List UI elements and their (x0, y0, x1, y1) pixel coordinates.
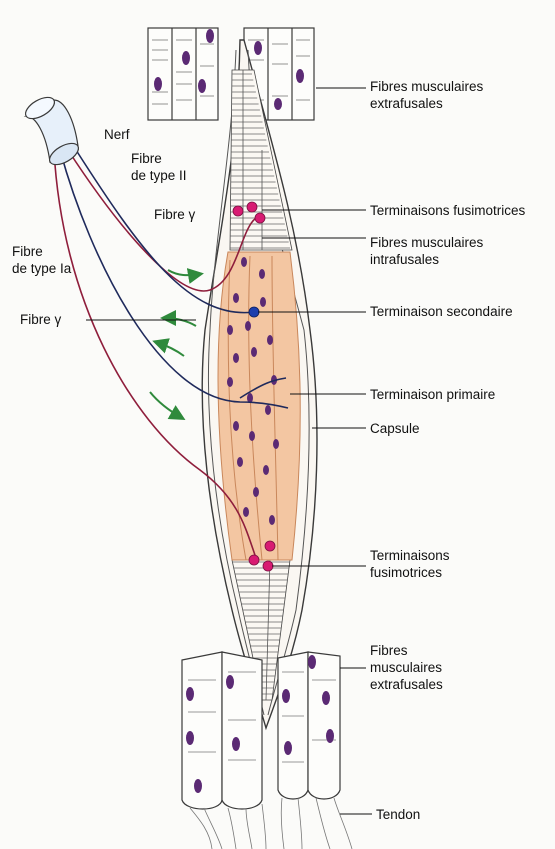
label-secondary-ending: Terminaison secondaire (370, 303, 513, 320)
label-nerf: Nerf (104, 126, 130, 143)
label-intrafusal-line2: intrafusales (370, 251, 439, 268)
label-fibre-type-ia-line1: Fibre (12, 243, 43, 260)
label-fibre-type-ia-line2: de type Ia (12, 260, 71, 277)
label-fusimotor-top: Terminaisons fusimotrices (370, 202, 525, 219)
intrafusal-equatorial-region (218, 252, 300, 560)
label-extrafusal-bottom-line3: extrafusales (370, 676, 443, 693)
label-fibre-gamma-upper: Fibre γ (154, 206, 195, 223)
label-tendon: Tendon (376, 806, 420, 823)
extrafusal-fibres-top (148, 28, 314, 120)
nerve-cylinder-icon (22, 93, 82, 169)
label-capsule: Capsule (370, 420, 420, 437)
label-fibre-type-ii-line1: Fibre (131, 150, 162, 167)
label-extrafusal-top-line1: Fibres musculaires (370, 78, 483, 95)
label-fibre-gamma-lower: Fibre γ (20, 311, 61, 328)
secondary-ending-terminal (249, 307, 259, 317)
label-extrafusal-bottom-line2: musculaires (370, 659, 442, 676)
extrafusal-fibres-bottom (182, 652, 340, 809)
signal-direction-arrows (150, 270, 200, 418)
label-fibre-type-ii-line2: de type II (131, 167, 187, 184)
label-intrafusal-line1: Fibres musculaires (370, 234, 483, 251)
label-fusimotor-bottom-line1: Terminaisons (370, 547, 450, 564)
label-extrafusal-top-line2: extrafusales (370, 95, 443, 112)
label-fusimotor-bottom-line2: fusimotrices (370, 564, 442, 581)
label-primary-ending: Terminaison primaire (370, 386, 495, 403)
label-extrafusal-bottom-line1: Fibres (370, 642, 408, 659)
